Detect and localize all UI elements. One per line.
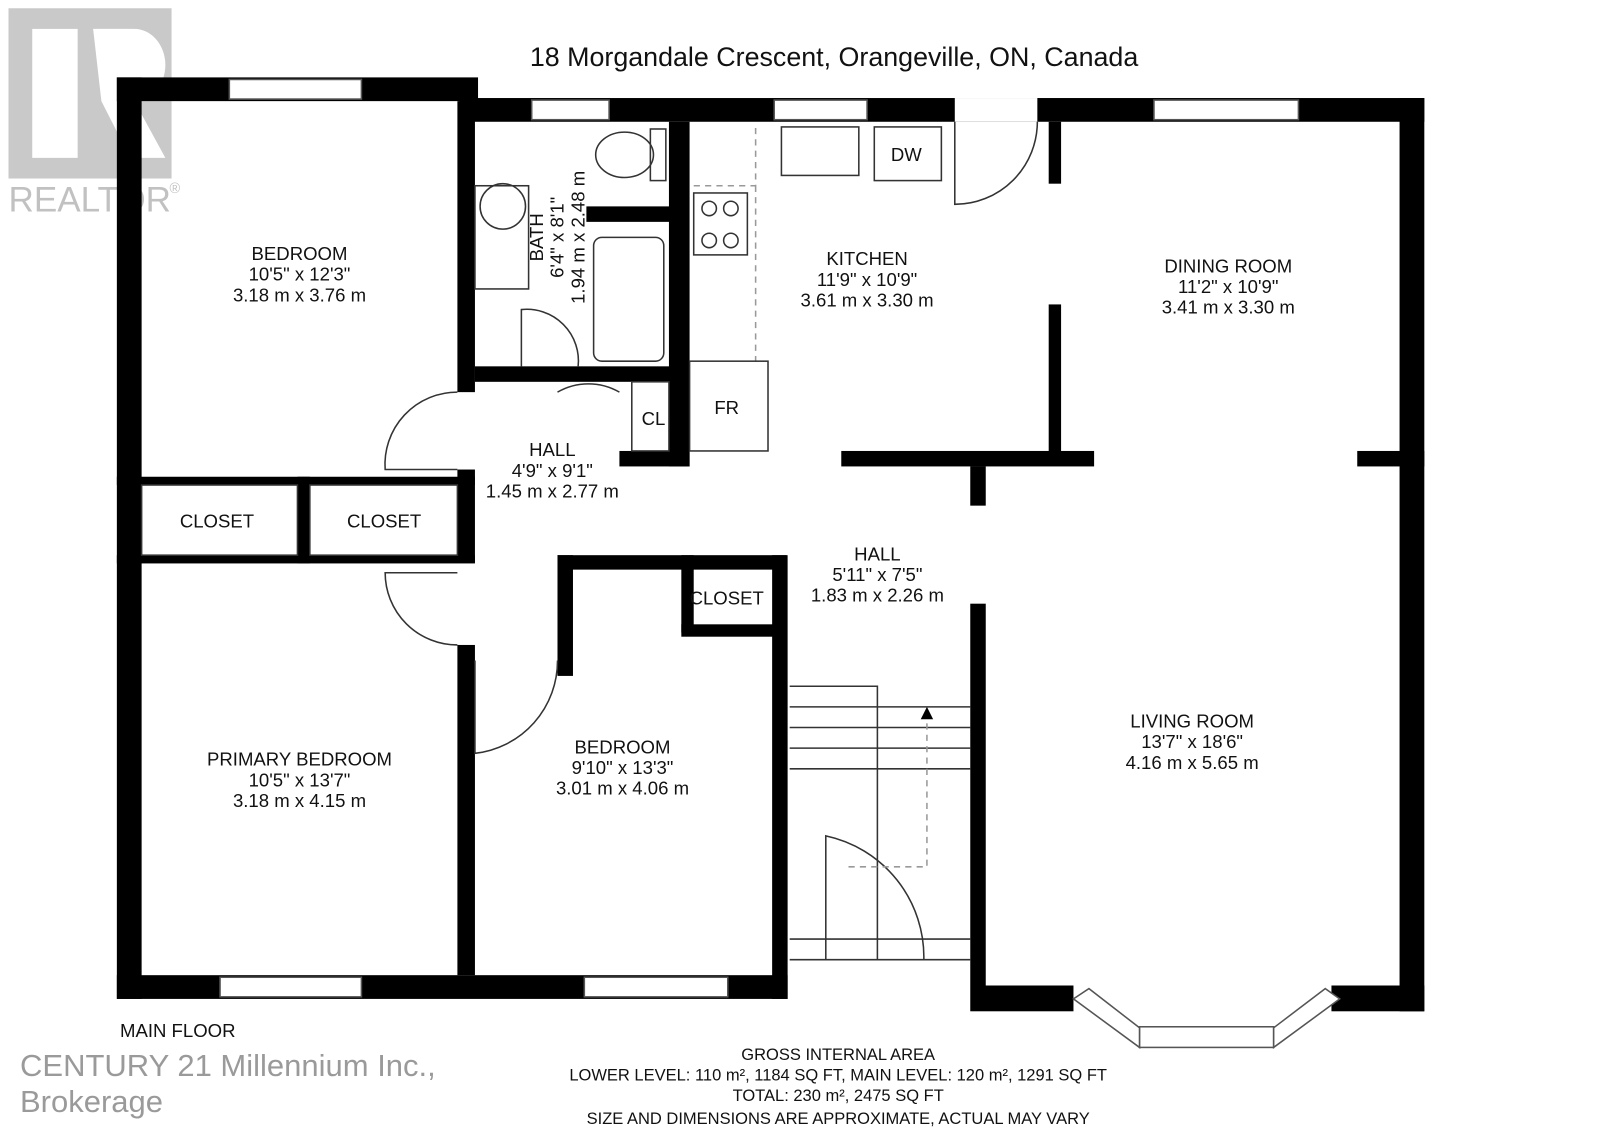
room-dining: DINING ROOM 11'2" x 10'9" 3.41 m x 3.30 … (1162, 255, 1295, 317)
realtor-logo: REALTOR ® (8, 8, 180, 220)
svg-text:11'2" x 10'9": 11'2" x 10'9" (1178, 276, 1278, 297)
svg-text:6'4" x 8'1": 6'4" x 8'1" (547, 197, 568, 278)
area-levels: LOWER LEVEL: 110 m², 1184 SQ FT, MAIN LE… (569, 1066, 1107, 1084)
dishwasher-label: DW (891, 144, 922, 165)
svg-text:10'5" x 13'7": 10'5" x 13'7" (249, 769, 351, 790)
svg-text:11'9" x 10'9": 11'9" x 10'9" (817, 269, 917, 290)
svg-text:5'11" x 7'5": 5'11" x 7'5" (832, 564, 922, 585)
closet-cl-label: CL (642, 408, 666, 429)
svg-text:1.83 m x 2.26 m: 1.83 m x 2.26 m (811, 585, 944, 606)
svg-text:BATH: BATH (526, 213, 547, 261)
svg-text:3.61 m x 3.30 m: 3.61 m x 3.30 m (801, 289, 934, 310)
svg-text:DINING ROOM: DINING ROOM (1164, 255, 1292, 276)
room-hall-2: HALL 5'11" x 7'5" 1.83 m x 2.26 m (811, 543, 944, 605)
svg-text:3.18 m x 4.15 m: 3.18 m x 4.15 m (233, 790, 366, 811)
room-bedroom-1: BEDROOM 10'5" x 12'3" 3.18 m x 3.76 m (233, 243, 366, 305)
room-closet-1: CLOSET (180, 510, 254, 531)
room-living: LIVING ROOM 13'7" x 18'6" 4.16 m x 5.65 … (1126, 711, 1259, 773)
walls (116, 77, 1425, 1012)
svg-text:10'5" x 12'3": 10'5" x 12'3" (249, 264, 351, 285)
svg-text:LIVING ROOM: LIVING ROOM (1130, 711, 1254, 732)
area-summary: GROSS INTERNAL AREA LOWER LEVEL: 110 m²,… (569, 1046, 1107, 1128)
svg-text:3.01 m x 4.06 m: 3.01 m x 4.06 m (556, 778, 689, 799)
area-heading: GROSS INTERNAL AREA (741, 1046, 935, 1064)
svg-text:4'9" x 9'1": 4'9" x 9'1" (512, 460, 593, 481)
svg-text:13'7" x 18'6": 13'7" x 18'6" (1141, 731, 1243, 752)
room-primary-bedroom: PRIMARY BEDROOM 10'5" x 13'7" 3.18 m x 4… (207, 749, 392, 811)
area-total: TOTAL: 230 m², 2475 SQ FT (733, 1087, 944, 1105)
svg-text:4.16 m x 5.65 m: 4.16 m x 5.65 m (1126, 752, 1259, 773)
watermark: CENTURY 21 Millennium Inc., Brokerage (20, 1048, 436, 1119)
fixtures (140, 121, 1039, 961)
floor-label: MAIN FLOOR (120, 1020, 236, 1041)
svg-text:HALL: HALL (854, 543, 900, 564)
room-bedroom-2: BEDROOM 9'10" x 13'3" 3.01 m x 4.06 m (556, 736, 689, 798)
realtor-logo-text: REALTOR (9, 181, 171, 220)
page-title: 18 Morgandale Crescent, Orangeville, ON,… (530, 42, 1139, 72)
svg-text:9'10" x 13'3": 9'10" x 13'3" (572, 757, 674, 778)
room-closet-3: CLOSET (690, 588, 764, 609)
svg-text:PRIMARY BEDROOM: PRIMARY BEDROOM (207, 749, 392, 770)
stairs (789, 685, 971, 961)
svg-text:®: ® (169, 181, 180, 197)
area-disclaimer: SIZE AND DIMENSIONS ARE APPROXIMATE, ACT… (587, 1110, 1090, 1128)
svg-text:1.94 m x 2.48 m: 1.94 m x 2.48 m (567, 171, 588, 304)
svg-text:3.41 m x 3.30 m: 3.41 m x 3.30 m (1162, 297, 1295, 318)
svg-text:BEDROOM: BEDROOM (252, 243, 348, 264)
room-bath: BATH 6'4" x 8'1" 1.94 m x 2.48 m (526, 171, 588, 304)
svg-text:HALL: HALL (529, 439, 575, 460)
svg-text:1.45 m x 2.77 m: 1.45 m x 2.77 m (486, 480, 619, 501)
windows (219, 78, 1342, 1049)
room-closet-2: CLOSET (347, 510, 421, 531)
svg-text:3.18 m x 3.76 m: 3.18 m x 3.76 m (233, 284, 366, 305)
svg-text:KITCHEN: KITCHEN (826, 248, 907, 269)
fridge-label: FR (714, 397, 739, 418)
room-hall-1: HALL 4'9" x 9'1" 1.45 m x 2.77 m (486, 439, 619, 501)
svg-text:BEDROOM: BEDROOM (575, 736, 671, 757)
room-kitchen: KITCHEN 11'9" x 10'9" 3.61 m x 3.30 m (801, 248, 934, 310)
